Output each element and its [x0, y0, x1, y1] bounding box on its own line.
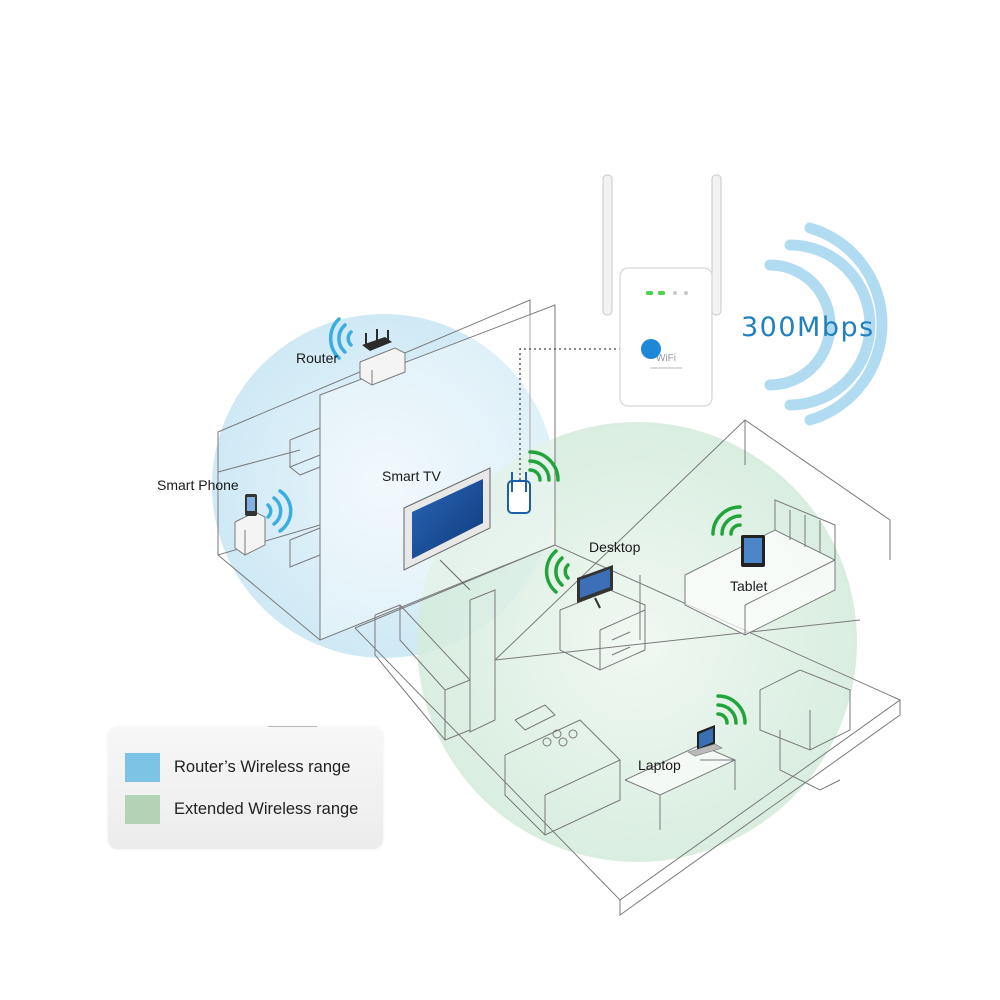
wall-extender-signal-icon	[528, 450, 560, 482]
legend-swatch-router-range	[125, 753, 160, 782]
wifi-logo-text: WiFi	[656, 353, 676, 364]
legend: Router’s Wireless range Extended Wireles…	[108, 727, 383, 849]
desktop-label: Desktop	[589, 539, 641, 555]
legend-item-extended-range: Extended Wireless range	[125, 795, 358, 824]
router-icon	[362, 329, 392, 351]
extended-range-circle	[417, 422, 857, 862]
extender-signal-waves-icon	[764, 222, 888, 426]
legend-label-router-range: Router’s Wireless range	[174, 758, 351, 776]
smart-tv-icon	[403, 467, 491, 591]
desktop-icon	[577, 565, 613, 609]
tablet-icon	[741, 535, 765, 567]
laptop-icon	[687, 725, 723, 757]
legend-swatch-extended-range	[125, 795, 160, 824]
connector-dot	[641, 339, 661, 359]
legend-label-extended-range: Extended Wireless range	[174, 800, 359, 818]
floor-plan	[217, 299, 901, 916]
wall-extender-icon	[507, 472, 531, 514]
legend-item-router-range: Router’s Wireless range	[125, 753, 350, 782]
laptop-label: Laptop	[638, 757, 681, 773]
laptop-signal-icon	[716, 694, 747, 725]
wifi-extender-device: WiFi	[602, 174, 722, 407]
speed-label: 300Mbps	[741, 312, 875, 343]
smart-tv-label: Smart TV	[382, 468, 442, 484]
tablet-signal-icon	[711, 505, 742, 536]
connector-dotted-line	[519, 348, 651, 510]
tablet-label: Tablet	[730, 578, 767, 594]
smart-phone-signal-icon	[266, 489, 293, 533]
smart-phone-icon	[245, 494, 257, 516]
router-signal-icon	[328, 317, 353, 360]
desktop-signal-icon	[544, 549, 570, 594]
smart-phone-label: Smart Phone	[157, 477, 239, 493]
router-label: Router	[296, 350, 338, 366]
